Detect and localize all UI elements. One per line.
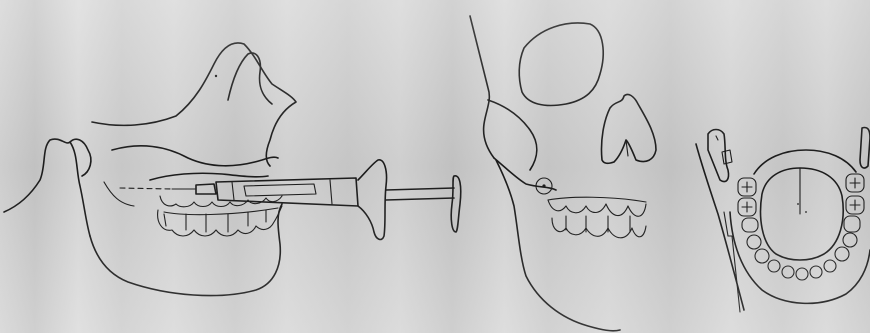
palate-arch bbox=[754, 150, 856, 174]
needle-hub bbox=[196, 184, 216, 194]
mandible-contour bbox=[496, 160, 620, 331]
panel-lateral-injection bbox=[4, 43, 461, 296]
syringe bbox=[172, 160, 461, 240]
incisor-lateral bbox=[708, 130, 729, 182]
finger-grip bbox=[358, 160, 387, 240]
upper-teeth-row bbox=[548, 197, 646, 216]
needle-path bbox=[120, 188, 172, 189]
nasal-aperture bbox=[601, 94, 656, 163]
panel-lateral-skull bbox=[470, 16, 656, 331]
zygomatic-line bbox=[112, 146, 278, 166]
plunger-rod bbox=[386, 188, 454, 200]
injection-site-dot bbox=[542, 184, 545, 187]
orbit-curve bbox=[228, 53, 272, 104]
panel-occlusal bbox=[696, 127, 870, 312]
ramus-line bbox=[104, 182, 134, 206]
tongue-outline bbox=[761, 168, 844, 260]
condyle-outline bbox=[70, 142, 90, 236]
outer-arch bbox=[730, 212, 870, 303]
barrel-rings bbox=[232, 180, 332, 204]
orbit-outline bbox=[519, 23, 603, 106]
maxilla-line bbox=[150, 173, 268, 180]
thumb-ring bbox=[451, 176, 461, 232]
upper-molar-right bbox=[860, 127, 870, 168]
lower-dental-arch bbox=[738, 174, 864, 280]
cranium-front bbox=[470, 16, 494, 158]
lower-teeth bbox=[158, 206, 282, 236]
barrel-window bbox=[244, 184, 316, 196]
orbit-dot bbox=[215, 75, 217, 77]
syringe-barrel bbox=[216, 178, 358, 206]
tongue-dot bbox=[805, 211, 807, 213]
lower-teeth-row bbox=[552, 216, 646, 238]
tongue-dot bbox=[797, 203, 799, 205]
